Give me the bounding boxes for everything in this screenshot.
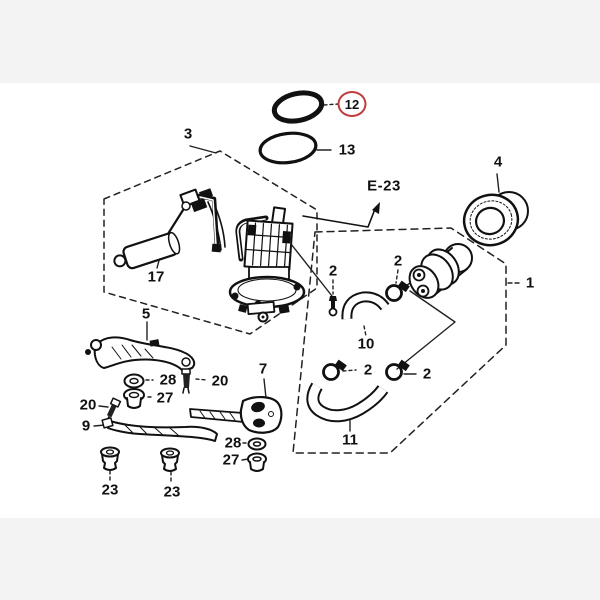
part-label-20[interactable]: 20	[79, 396, 97, 414]
washer-28-right-drawing	[247, 437, 267, 451]
o-ring-12-drawing	[271, 90, 325, 124]
grommet-27-left-drawing	[123, 388, 145, 409]
part-label-11[interactable]: 11	[342, 431, 358, 449]
bracket-7-drawing	[189, 396, 283, 434]
bracket-9-drawing	[101, 417, 218, 442]
hose-clamp-2-left-drawing	[322, 359, 347, 381]
grommet-4-drawing	[462, 191, 529, 247]
part-label-5[interactable]: 5	[141, 305, 151, 323]
diagram-white-area	[0, 83, 600, 518]
part-label-20[interactable]: 20	[211, 372, 229, 390]
part-label-2[interactable]: 2	[328, 262, 338, 280]
assembly-box-1-outline	[292, 227, 507, 454]
part-label-13[interactable]: 13	[338, 141, 356, 159]
part-label-12[interactable]: 12	[337, 91, 367, 117]
part-label-1[interactable]: 1	[525, 274, 535, 292]
part-label-27[interactable]: 27	[222, 451, 240, 469]
part-label-28[interactable]: 28	[224, 434, 242, 452]
hose-clamp-2-right-drawing	[385, 359, 410, 381]
part-label-9[interactable]: 9	[81, 417, 91, 435]
mount-23-right-drawing	[160, 447, 180, 472]
part-label-27[interactable]: 27	[156, 389, 174, 407]
mount-23-left-drawing	[100, 446, 120, 471]
part-label-28[interactable]: 28	[159, 371, 177, 389]
hose-11-drawing	[306, 382, 389, 423]
clip-20-right-drawing	[181, 368, 191, 394]
assembly-box-3-outline	[103, 150, 318, 335]
part-label-7[interactable]: 7	[258, 360, 268, 378]
grommet-27-right-drawing	[247, 452, 267, 472]
hose-clamp-2-middle-drawing	[385, 280, 410, 302]
hose-10-drawing	[341, 291, 390, 320]
leader-lines	[93, 103, 520, 484]
washer-28-left-drawing	[123, 373, 145, 389]
part-label-23[interactable]: 23	[101, 481, 119, 499]
part-label-23[interactable]: 23	[163, 483, 181, 501]
part-label-2[interactable]: 2	[393, 252, 403, 270]
part-label-3[interactable]: 3	[183, 125, 193, 143]
reference-label-e-23[interactable]: E-23	[367, 177, 401, 195]
part-label-4[interactable]: 4	[493, 153, 503, 171]
fuel-pump-assembly-drawing	[113, 188, 306, 323]
screw-2-drawing	[328, 296, 338, 317]
joint-connector-drawing	[408, 243, 473, 299]
part-label-17[interactable]: 17	[147, 268, 165, 286]
o-ring-13-drawing	[258, 131, 318, 165]
e23-reference-arrow	[302, 202, 380, 228]
part-label-2[interactable]: 2	[422, 365, 432, 383]
part-label-10[interactable]: 10	[357, 335, 375, 353]
part-label-2[interactable]: 2	[363, 361, 373, 379]
